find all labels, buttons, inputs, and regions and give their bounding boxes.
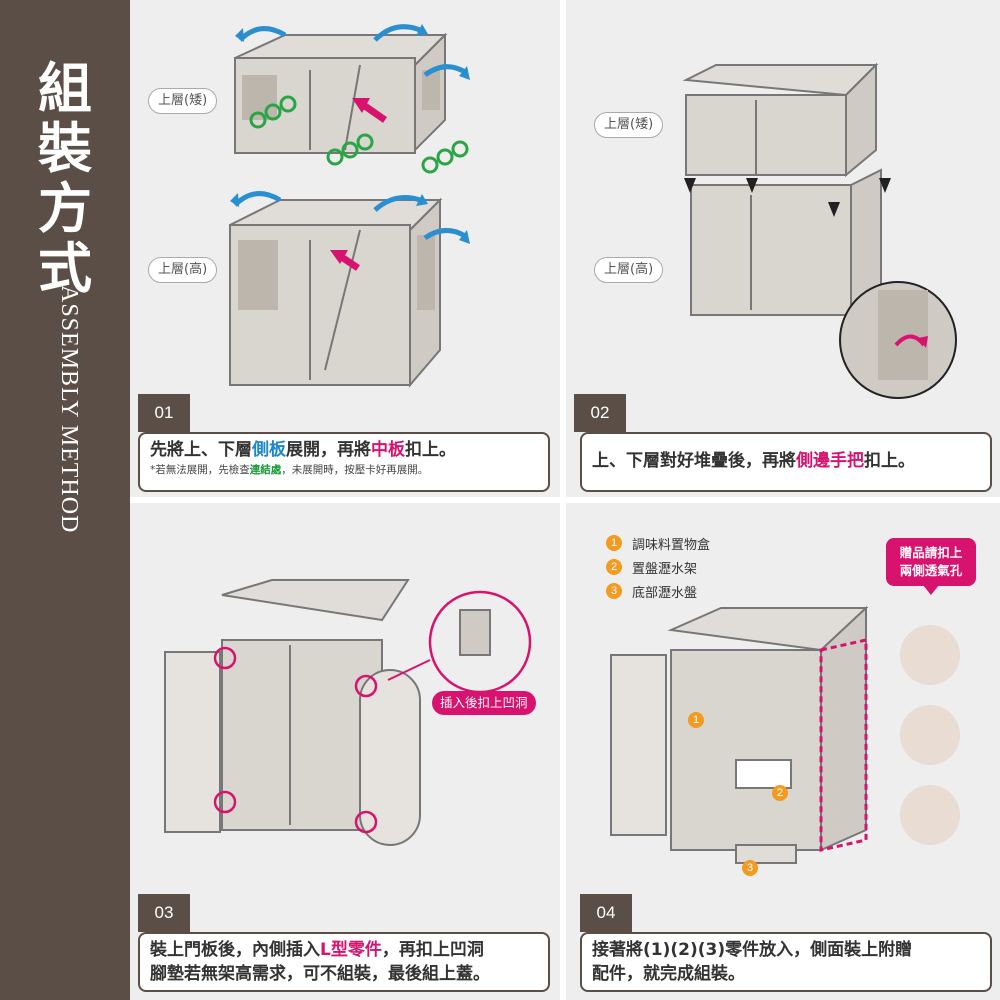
gift-bubble: 贈品請扣上 兩側透氣孔 <box>886 538 976 595</box>
step4-instruction-line2: 配件，就完成組裝。 <box>592 964 745 984</box>
step4-instruction-line1: 接著將(1)(2)(3)零件放入，側面裝上附贈 <box>592 940 913 960</box>
panel-divider-horizontal <box>130 497 1000 503</box>
accessory-bracket-image <box>900 785 960 845</box>
step2-instruction: 上、下層對好堆疊後，再將側邊手把扣上。 <box>592 451 915 471</box>
accessory-box-image <box>900 625 960 685</box>
step3-callout: 插入後扣上凹洞 <box>432 691 536 715</box>
step1-instruction: 先將上、下層側板展開，再將中板扣上。 <box>150 440 456 460</box>
step1-number: 01 <box>138 394 190 432</box>
step1-label-tall: 上層(高) <box>148 257 218 283</box>
step3-caption: 裝上門板後，內側插入L型零件，再扣上凹洞 腳墊若無架高需求，可不組裝，最後組上蓋… <box>138 932 550 992</box>
step4-number: 04 <box>580 894 632 932</box>
step2-illustration <box>682 62 957 399</box>
step3-panel: 插入後扣上凹洞 03 裝上門板後，內側插入L型零件，再扣上凹洞 腳墊若無架高需求… <box>130 500 560 1000</box>
step1-panel: 上層(矮) 上層(高) 01 先將上、下層側板展開，再將中板扣上。 *若無法展開… <box>130 0 560 500</box>
page-subtitle: ASSEMBLY METHOD <box>56 285 82 534</box>
step2-label-short: 上層(矮) <box>594 112 664 138</box>
step2-panel: 上層(矮) 上層(高) 02 上、下層對好堆疊後，再將側邊手把扣上。 <box>566 0 1000 500</box>
step3-instruction-line2: 腳墊若無架高需求，可不組裝，最後組上蓋。 <box>150 964 490 984</box>
step1-caption: 先將上、下層側板展開，再將中板扣上。 *若無法展開，先檢查連結處，未展開時，按壓… <box>138 432 550 492</box>
step3-illustration <box>164 579 532 846</box>
step3-instruction-line1: 裝上門板後，內側插入L型零件，再扣上凹洞 <box>150 940 484 960</box>
step2-label-tall: 上層(高) <box>594 257 664 283</box>
marker-1: 1 <box>688 712 704 728</box>
step2-caption: 上、下層對好堆疊後，再將側邊手把扣上。 <box>580 432 992 492</box>
step1-note: *若無法展開，先檢查連結處，未展開時，按壓卡好再展開。 <box>150 464 429 476</box>
step1-label-short: 上層(矮) <box>148 88 218 114</box>
step4-illustration <box>610 605 869 864</box>
step2-number: 02 <box>574 394 626 432</box>
sidebar: 組 裝 方 式 ASSEMBLY METHOD <box>0 0 130 1000</box>
accessory-hook-image <box>900 705 960 765</box>
marker-3: 3 <box>742 860 758 876</box>
step1-illustration <box>229 24 470 388</box>
marker-2: 2 <box>772 785 788 801</box>
page-title: 組 裝 方 式 <box>38 56 92 300</box>
step3-number: 03 <box>138 894 190 932</box>
step4-caption: 接著將(1)(2)(3)零件放入，側面裝上附贈 配件，就完成組裝。 <box>580 932 992 992</box>
